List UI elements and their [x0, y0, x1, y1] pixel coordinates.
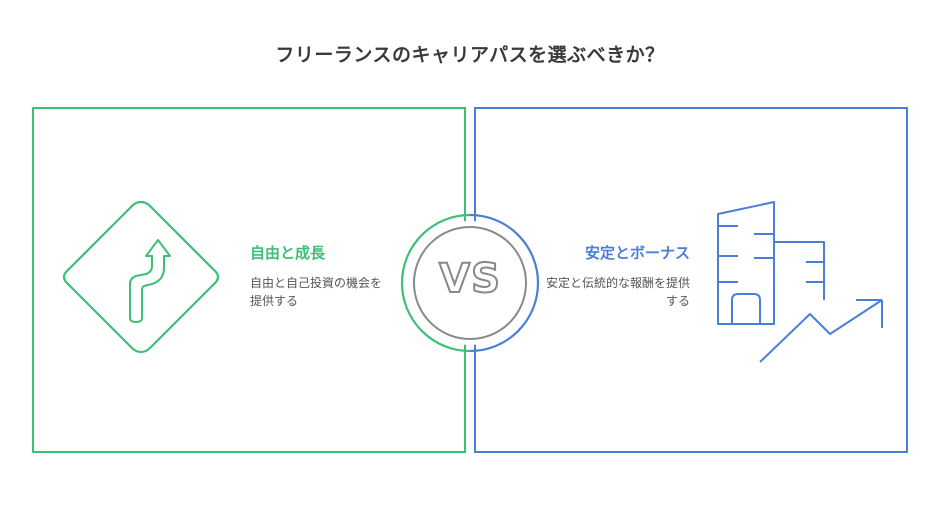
- vs-label: VS: [438, 255, 501, 303]
- freedom-growth-heading: 自由と成長: [250, 244, 326, 262]
- stability-bonus-heading: 安定とボーナス: [584, 244, 690, 262]
- freedom-growth-description: 自由と自己投資の機会を提供する: [250, 276, 383, 308]
- stability-bonus-description: 安定と伝統的な報酬を提供する: [545, 276, 690, 308]
- page-title: フリーランスのキャリアパスを選ぶべきか？: [275, 44, 665, 66]
- winding-road-sign-icon: [62, 200, 220, 354]
- vs-badge: [400, 213, 540, 353]
- building-growth-icon: [717, 201, 883, 363]
